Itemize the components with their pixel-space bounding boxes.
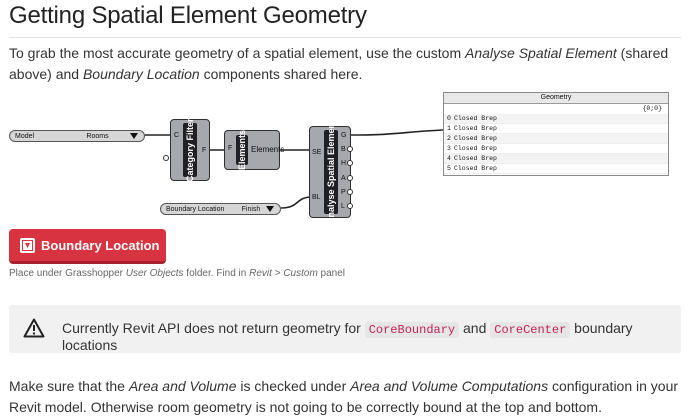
category-filter-label: Category Filter [183, 118, 197, 182]
port-g: G [341, 132, 347, 139]
warning-text: Currently Revit API does not return geom… [62, 320, 681, 353]
row-index: 4 [447, 155, 451, 162]
port-f: F [202, 147, 207, 154]
warning-text-part: Currently Revit API does not return geom… [62, 320, 365, 336]
grasshopper-definition-image: Model Rooms C F Category Filter F Elemen… [0, 92, 690, 224]
dropdown-arrow-icon[interactable] [130, 133, 138, 139]
port-bl: BL [312, 194, 321, 201]
caption-emphasis: User Objects [125, 268, 184, 279]
row-index: 5 [447, 165, 451, 172]
elements-label: Elements [236, 129, 248, 171]
output-port-dot[interactable] [347, 160, 353, 166]
warning-text-part: and [459, 320, 491, 336]
code-corecenter: CoreCenter [490, 322, 571, 338]
model-value-picker[interactable]: Model Rooms [9, 130, 145, 142]
row-index: 2 [447, 135, 451, 142]
warning-text-part: boundary locations [62, 320, 633, 353]
category-filter-component[interactable]: C F Category Filter [170, 118, 210, 182]
closing-emphasis: Area and Volume [128, 378, 237, 394]
analyse-spatial-element-component[interactable]: SE BL Analyse Spatial Element G B H A P … [309, 119, 351, 225]
row-index: 0 [447, 115, 451, 122]
intro-text: components shared here. [199, 66, 363, 82]
intro-text: To grab the most accurate geometry of a … [9, 45, 466, 61]
title-divider [9, 37, 681, 38]
download-boundary-location-button[interactable]: Boundary Location [9, 229, 166, 264]
row-index: 1 [447, 125, 451, 132]
code-coreboundary: CoreBoundary [364, 322, 460, 338]
download-button-label: Boundary Location [41, 237, 160, 253]
caption-text: Place under Grasshopper [9, 268, 126, 279]
elements-component[interactable]: F Elements Elements [224, 129, 284, 171]
output-port-dot[interactable] [347, 203, 353, 209]
output-port-dot[interactable] [347, 146, 353, 152]
caption-text: folder. Find in [183, 268, 250, 279]
model-picker-label: Model [15, 132, 35, 140]
port-se: SE [312, 149, 322, 156]
port-h: H [341, 160, 347, 167]
row-value: Closed Brep [454, 165, 497, 172]
panel-path: {0;0} [642, 105, 662, 112]
closing-paragraph: Make sure that the Area and Volume is ch… [9, 376, 681, 418]
port-c: C [174, 132, 180, 139]
row-value: Closed Brep [454, 145, 497, 152]
intro-text: (shared above) and [9, 45, 669, 82]
port-b: B [341, 146, 346, 153]
page-title: Getting Spatial Element Geometry [9, 2, 367, 29]
port-l: L [341, 203, 345, 210]
caption-emphasis: Revit [249, 268, 272, 279]
row-index: 3 [447, 145, 451, 152]
boundary-location-value-picker[interactable]: Boundary Location Finish [160, 203, 281, 215]
row-value: Closed Brep [454, 155, 497, 162]
output-port-dot[interactable] [347, 189, 353, 195]
elements-output-label: Elements [251, 145, 285, 154]
intro-emphasis-boundary: Boundary Location [82, 66, 200, 82]
closing-text: is checked under [236, 378, 351, 394]
port-p: P [341, 189, 346, 196]
caption-text: > [271, 268, 284, 279]
intro-emphasis-analyse: Analyse Spatial Element [465, 45, 617, 61]
row-value: Closed Brep [454, 115, 497, 122]
boundary-picker-value: Finish [241, 205, 261, 213]
panel-title: Geometry [444, 93, 668, 104]
input-port-dot[interactable] [163, 155, 169, 161]
caption-text: panel [317, 268, 346, 279]
closing-emphasis: Area and Volume Computations [350, 378, 549, 394]
model-picker-value: Rooms [86, 132, 109, 140]
caption-emphasis: Custom [283, 268, 318, 279]
warning-triangle-icon [23, 318, 45, 343]
grasshopper-file-icon [20, 237, 35, 253]
dropdown-arrow-icon[interactable] [266, 206, 274, 212]
download-caption: Place under Grasshopper User Objects fol… [9, 268, 345, 279]
intro-paragraph: To grab the most accurate geometry of a … [9, 43, 681, 85]
port-a: A [341, 175, 346, 182]
closing-text: Make sure that the [9, 378, 129, 394]
boundary-picker-label: Boundary Location [166, 205, 225, 213]
analyse-spatial-element-label: Analyse Spatial Element [324, 119, 338, 225]
row-value: Closed Brep [454, 135, 497, 142]
closing-text: configuration in your Revit model. Other… [9, 378, 679, 415]
warning-callout: Currently Revit API does not return geom… [9, 305, 681, 353]
output-port-dot[interactable] [347, 175, 353, 181]
row-value: Closed Brep [454, 125, 497, 132]
port-f-in: F [228, 145, 233, 152]
